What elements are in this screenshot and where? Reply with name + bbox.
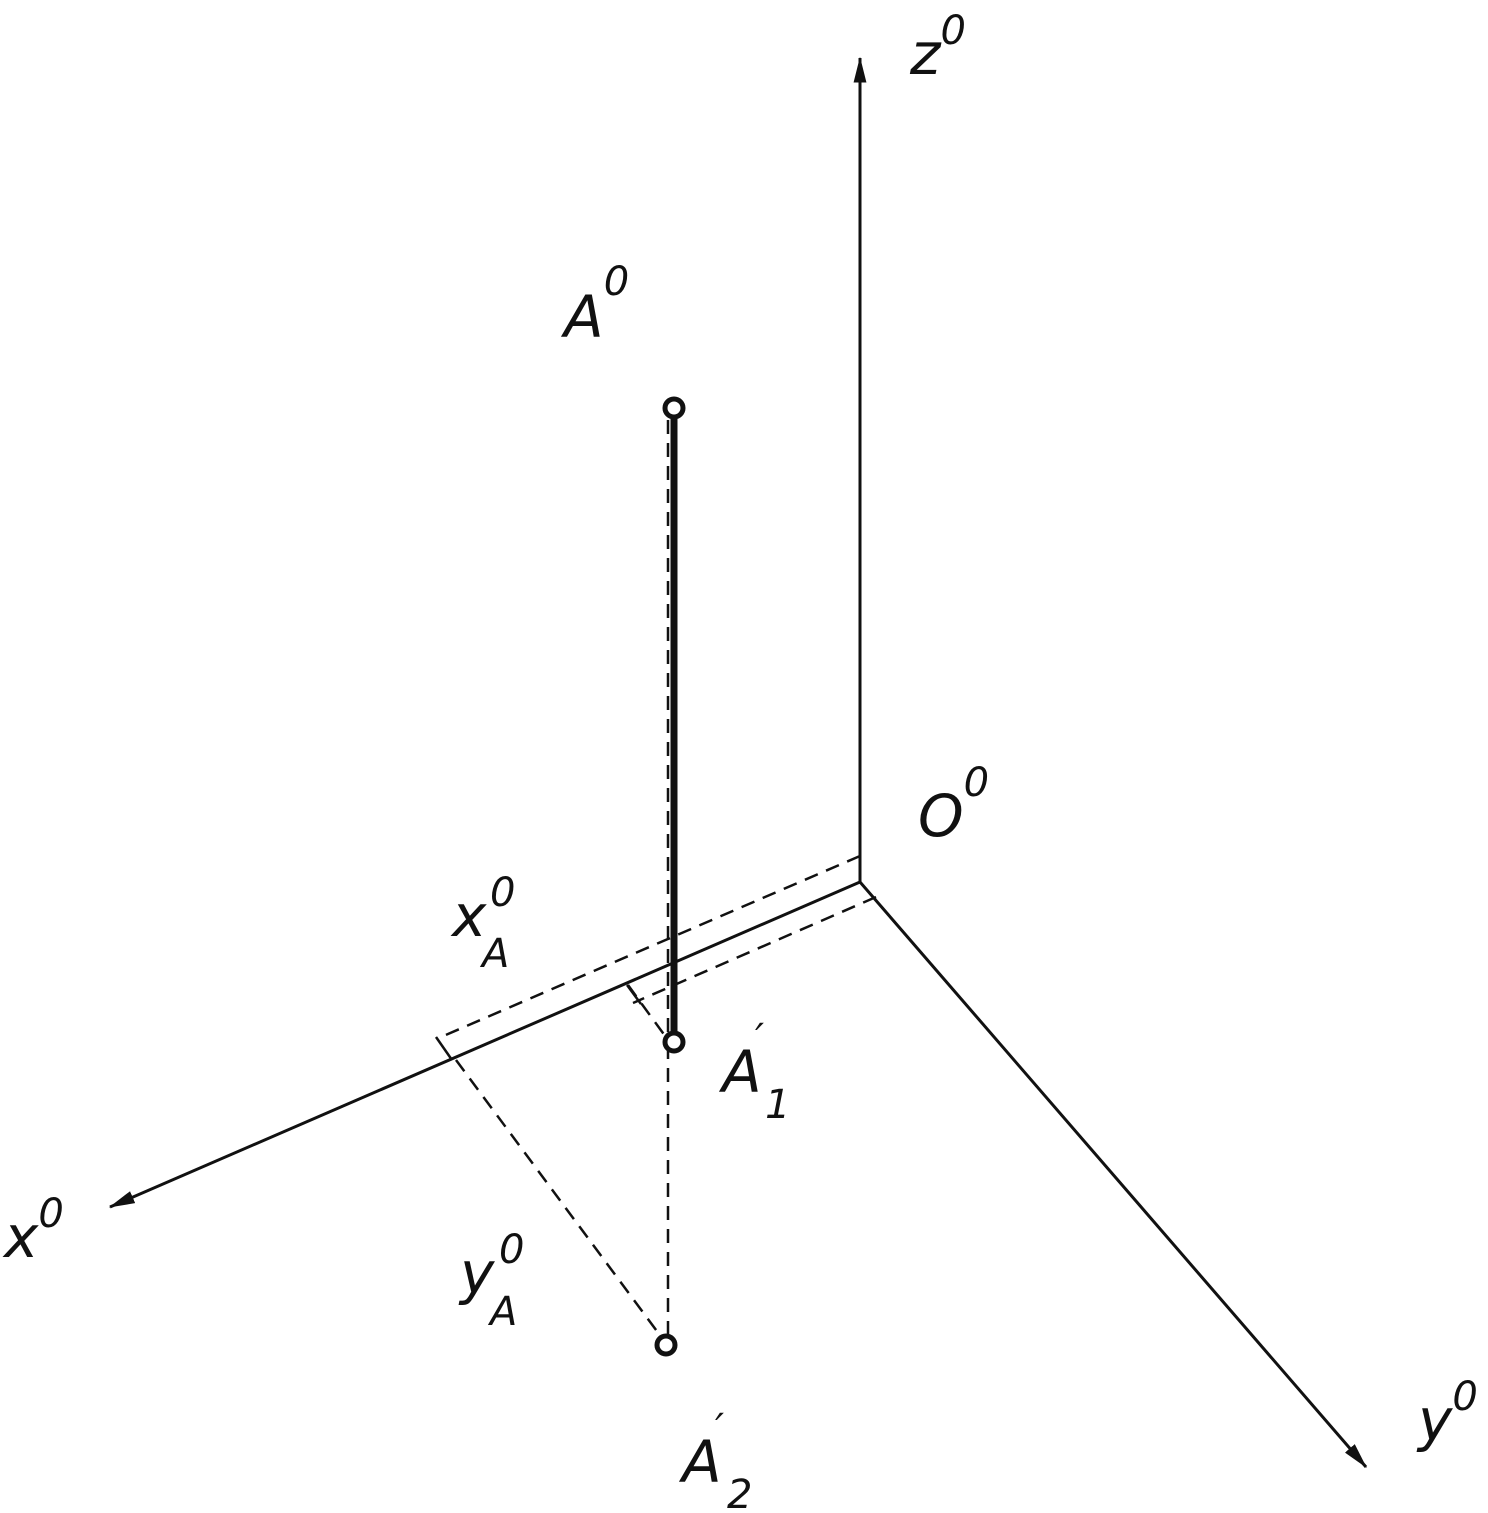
label-A1-base: A [718,1038,762,1106]
y-axis-line [858,881,1368,1468]
label-x-axis: x0 [2,1191,64,1271]
construction-lines [440,420,877,1343]
point-A [662,396,686,420]
tick-xA [434,1036,454,1061]
label-A1-prime: ′ [755,1016,764,1062]
label-point-yA: y 0 A [458,1227,524,1335]
label-point-A2: A ′ 2 [678,1406,752,1513]
point-A1 [662,1030,686,1054]
label-A2-sub: 2 [727,1472,752,1513]
tick-A1-short [625,984,643,1005]
x-axis-line [108,880,861,1209]
label-y-axis: y0 [1416,1374,1478,1454]
label-yA-sup: 0 [499,1227,524,1273]
label-point-A: A0 [560,259,629,351]
label-point-A1: A ′ 1 [718,1016,790,1128]
label-A1-sub: 1 [765,1082,790,1128]
label-yA-sub: A [487,1289,517,1335]
label-A2-base: A [678,1428,722,1496]
label-yA-base: y [458,1239,495,1307]
label-point-xA: x 0 A [450,870,515,977]
label-z-axis: z0 [909,8,966,88]
label-xA-base: x [450,882,487,950]
dashed-parallel-lower [632,895,877,1005]
point-A2 [654,1333,678,1357]
label-xA-sub: A [479,931,509,977]
label-xA-sup: 0 [490,870,515,916]
dashed-xA-to-A2 [454,1059,667,1343]
dashed-parallel-upper [440,854,861,1039]
label-origin: O0 [918,760,989,850]
label-A2-prime: ′ [715,1406,724,1452]
